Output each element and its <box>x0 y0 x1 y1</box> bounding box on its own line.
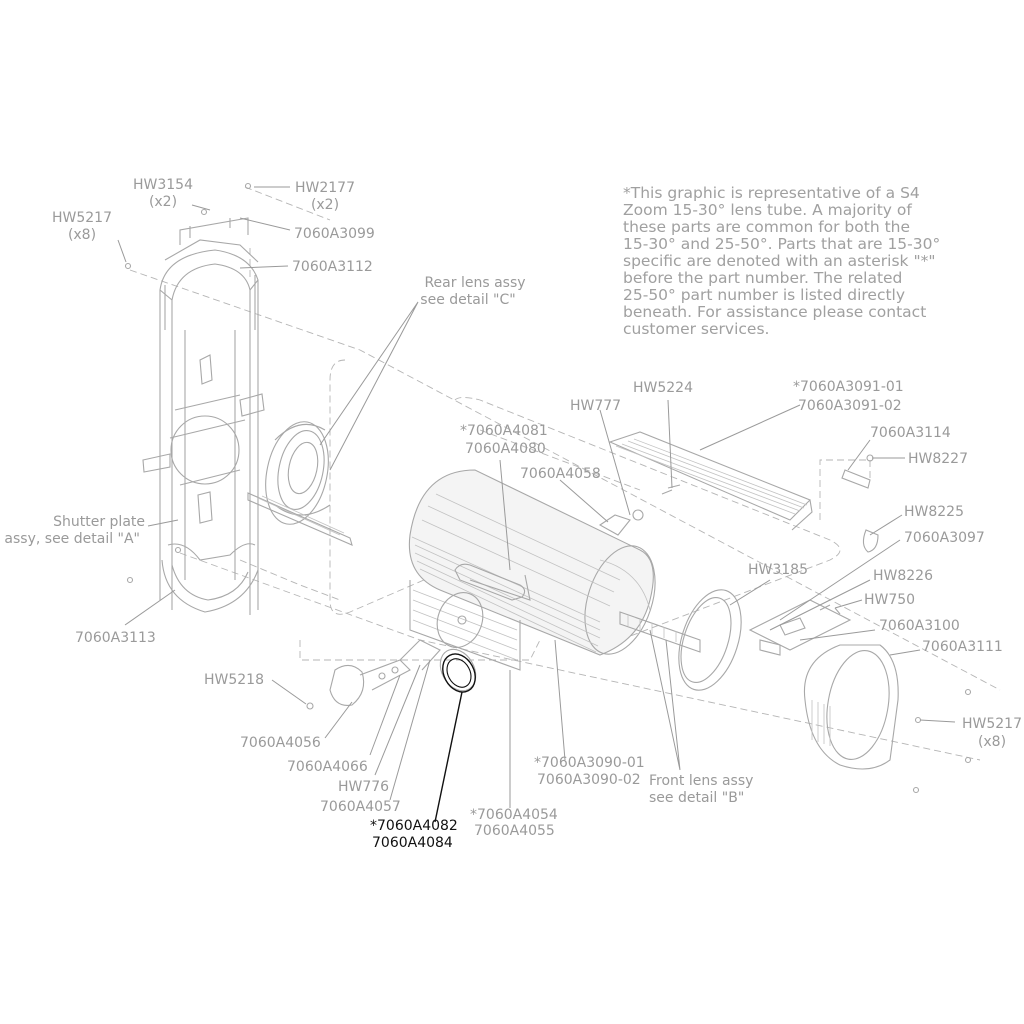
label-hw3185: HW3185 <box>748 562 808 578</box>
label-7060a4055: 7060A4055 <box>474 823 555 839</box>
label-7060a4054: *7060A4054 <box>470 807 558 823</box>
label-7060a4058: 7060A4058 <box>520 466 601 482</box>
shutter-frame <box>142 217 265 615</box>
label-hw8227: HW8227 <box>908 451 968 467</box>
label-7060a3113: 7060A3113 <box>75 630 156 646</box>
label-7060a4057: 7060A4057 <box>320 799 401 815</box>
note-line: customer services. <box>623 320 769 338</box>
label-7060a3111: 7060A3111 <box>922 639 1003 655</box>
label-front-lens: Front lens assy <box>649 773 753 789</box>
label-7060a3091-01: *7060A3091-01 <box>793 379 904 395</box>
label-7060a4082: *7060A4082 <box>370 818 458 834</box>
label-rear-lens-detail: see detail "C" <box>420 292 515 308</box>
label-7060a3091-02: 7060A3091-02 <box>798 398 902 414</box>
label-7060a3100: 7060A3100 <box>879 618 960 634</box>
label-hw5217-right-qty: (x8) <box>978 734 1006 750</box>
label-7060a4081: *7060A4081 <box>460 423 548 439</box>
note-line: before the part number. The related <box>623 269 902 287</box>
label-hw8226: HW8226 <box>873 568 933 584</box>
label-7060a4080: 7060A4080 <box>465 441 546 457</box>
label-7060a3090-02: 7060A3090-02 <box>537 772 641 788</box>
label-hw750: HW750 <box>864 592 915 608</box>
note-line: beneath. For assistance please contact <box>623 303 926 321</box>
label-shutter-plate-detail: assy, see detail "A" <box>4 531 140 547</box>
label-hw2177: HW2177 <box>295 180 355 196</box>
label-hw3154: HW3154 <box>133 177 193 193</box>
note-line: Zoom 15-30° lens tube. A majority of <box>623 201 912 219</box>
note-line: these parts are common for both the <box>623 218 910 236</box>
front-lens-ring <box>619 589 742 691</box>
label-7060a3090-01: *7060A3090-01 <box>534 755 645 771</box>
highlighted-ring-part <box>442 653 476 693</box>
label-hw2177-qty: (x2) <box>311 197 339 213</box>
label-shutter-plate: Shutter plate <box>53 514 145 530</box>
label-7060a3114: 7060A3114 <box>870 425 951 441</box>
label-hw5218: HW5218 <box>204 672 264 688</box>
label-7060a4056: 7060A4056 <box>240 735 321 751</box>
note-line: 25-50° part number is listed directly <box>623 286 905 304</box>
label-hw776: HW776 <box>338 779 389 795</box>
label-7060a3099: 7060A3099 <box>294 226 375 242</box>
label-hw5217-right: HW5217 <box>962 716 1022 732</box>
label-hw3154-qty: (x2) <box>149 194 177 210</box>
leader-lines <box>117 186 956 808</box>
label-7060a3097: 7060A3097 <box>904 530 985 546</box>
note-line: *This graphic is representative of a S4 <box>623 184 920 202</box>
label-hw8225: HW8225 <box>904 504 964 520</box>
lens-tube-barrel <box>408 469 656 671</box>
note-text-block: *This graphic is representative of a S4 … <box>623 184 940 338</box>
note-line: 15-30° and 25-50°. Parts that are 15-30° <box>623 235 940 253</box>
rear-lens-assembly <box>247 421 353 546</box>
label-hw777: HW777 <box>570 398 621 414</box>
label-hw5224: HW5224 <box>633 380 693 396</box>
note-line: specific are denoted with an asterisk "*… <box>623 252 935 270</box>
highlight-leader-line <box>434 691 463 823</box>
label-7060a4066: 7060A4066 <box>287 759 368 775</box>
focus-knob-parts <box>306 484 681 710</box>
label-7060a3112: 7060A3112 <box>292 259 373 275</box>
label-hw5217-left: HW5217 <box>52 210 112 226</box>
label-rear-lens: Rear lens assy <box>424 275 525 291</box>
top-rail <box>608 431 813 531</box>
label-7060a4084: 7060A4084 <box>372 835 453 851</box>
part-labels: HW3154 (x2) HW2177 (x2) HW5217 (x8) 7060… <box>4 177 1022 851</box>
label-hw5217-left-qty: (x8) <box>68 227 96 243</box>
label-front-lens-detail: see detail "B" <box>649 790 744 806</box>
